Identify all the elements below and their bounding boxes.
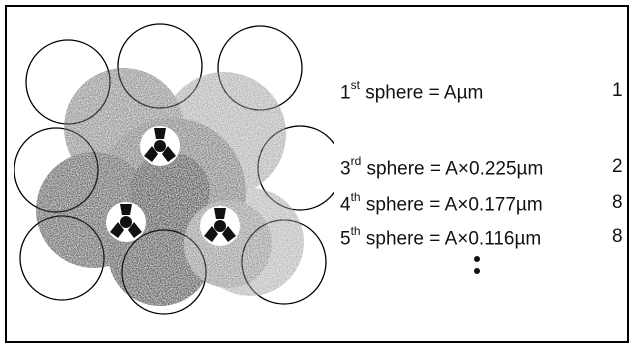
- nucleus-marker: [140, 126, 180, 166]
- sphere-packing-diagram: [14, 23, 334, 315]
- nucleus-marker: [200, 206, 240, 246]
- ellipsis-dot: [474, 268, 480, 274]
- sphere-count: 1: [612, 80, 623, 101]
- nucleus-marker: [106, 202, 146, 242]
- sphere-count: 8: [612, 192, 623, 213]
- sphere-label: 3rd sphere = A×0.225µm: [340, 154, 544, 180]
- continuation-dots: [474, 256, 484, 280]
- sphere-count: 8: [612, 226, 623, 247]
- sphere-label: 1st sphere = Aµm: [340, 78, 484, 104]
- dark-sphere: [130, 152, 210, 232]
- sphere-label: 4th sphere = A×0.177µm: [340, 190, 543, 216]
- ellipsis-dot: [474, 256, 480, 262]
- sphere-label: 5th sphere = A×0.116µm: [340, 224, 542, 250]
- sphere-count: 2: [612, 156, 623, 177]
